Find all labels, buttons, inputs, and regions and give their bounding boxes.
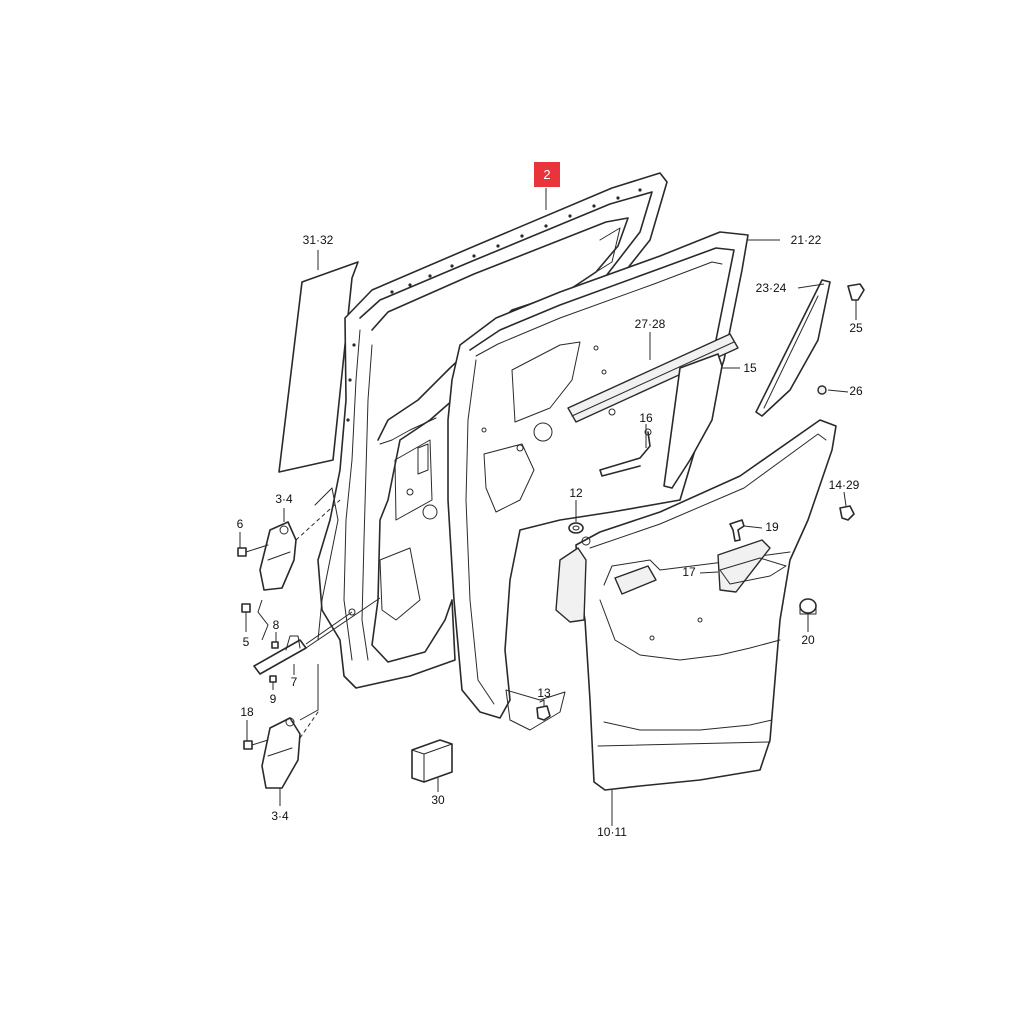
callout-6[interactable]: 6 xyxy=(237,517,244,531)
callout-3-4-top[interactable]: 3·4 xyxy=(275,492,293,506)
part-25-clip xyxy=(847,283,865,301)
callout-15[interactable]: 15 xyxy=(743,361,757,375)
callout-5[interactable]: 5 xyxy=(243,635,250,649)
callout-10-11[interactable]: 10·11 xyxy=(597,825,627,839)
part-16-handle-rod xyxy=(599,428,652,477)
callout-23-24[interactable]: 23·24 xyxy=(756,281,787,295)
callout-31-32[interactable]: 31·32 xyxy=(303,233,334,247)
hinge-leader-lines xyxy=(257,499,381,739)
callout-21-22[interactable]: 21·22 xyxy=(791,233,822,247)
part-3-4-upper-hinge xyxy=(259,521,297,591)
part-26-clip xyxy=(817,385,827,395)
callout-12[interactable]: 12 xyxy=(569,486,583,500)
part-30-pad xyxy=(411,739,453,783)
callout-7[interactable]: 7 xyxy=(291,675,298,689)
callout-8[interactable]: 8 xyxy=(273,618,280,632)
part-13-fastener xyxy=(536,699,551,721)
part-10-11-trim-panel[interactable] xyxy=(555,419,837,791)
part-9-bolt xyxy=(269,675,277,683)
callout-20[interactable]: 20 xyxy=(801,633,815,647)
callout-9[interactable]: 9 xyxy=(270,692,277,706)
callout-27-28[interactable]: 27·28 xyxy=(635,317,666,331)
part-7-door-check xyxy=(253,635,307,675)
callout-30[interactable]: 30 xyxy=(431,793,445,807)
callout-labels: 31·32 21·22 23·24 25 27·28 15 26 16 14·2… xyxy=(237,233,863,839)
part-18-bolt xyxy=(243,739,269,750)
part-19-clip xyxy=(729,519,745,542)
part-23-24-sash-trim xyxy=(755,279,831,417)
part-12-grommet xyxy=(568,522,584,534)
callout-18[interactable]: 18 xyxy=(240,705,254,719)
callout-16[interactable]: 16 xyxy=(639,411,653,425)
callout-3-4-bottom[interactable]: 3·4 xyxy=(271,809,289,823)
part-6-bolt xyxy=(237,544,269,557)
part-20-cap xyxy=(799,598,817,615)
callout-17[interactable]: 17 xyxy=(682,565,696,579)
callout-19[interactable]: 19 xyxy=(765,520,779,534)
callout-14-29[interactable]: 14·29 xyxy=(829,478,860,492)
part-8-bolt xyxy=(271,641,279,649)
callout-26[interactable]: 26 xyxy=(849,384,863,398)
part-14-29-clip xyxy=(839,505,855,521)
part-2-badge-label: 2 xyxy=(543,167,550,182)
callout-25[interactable]: 25 xyxy=(849,321,863,335)
part-3-4-lower-hinge xyxy=(261,717,301,789)
part-31-32-panel xyxy=(278,261,359,473)
callout-13[interactable]: 13 xyxy=(537,686,551,700)
part-2-highlight-badge[interactable]: 2 xyxy=(534,162,560,187)
part-15-belt-strip xyxy=(663,353,723,489)
part-17-switch-bezel xyxy=(719,557,787,585)
part-5-bolt xyxy=(241,603,251,613)
callout-leaders xyxy=(239,188,857,826)
